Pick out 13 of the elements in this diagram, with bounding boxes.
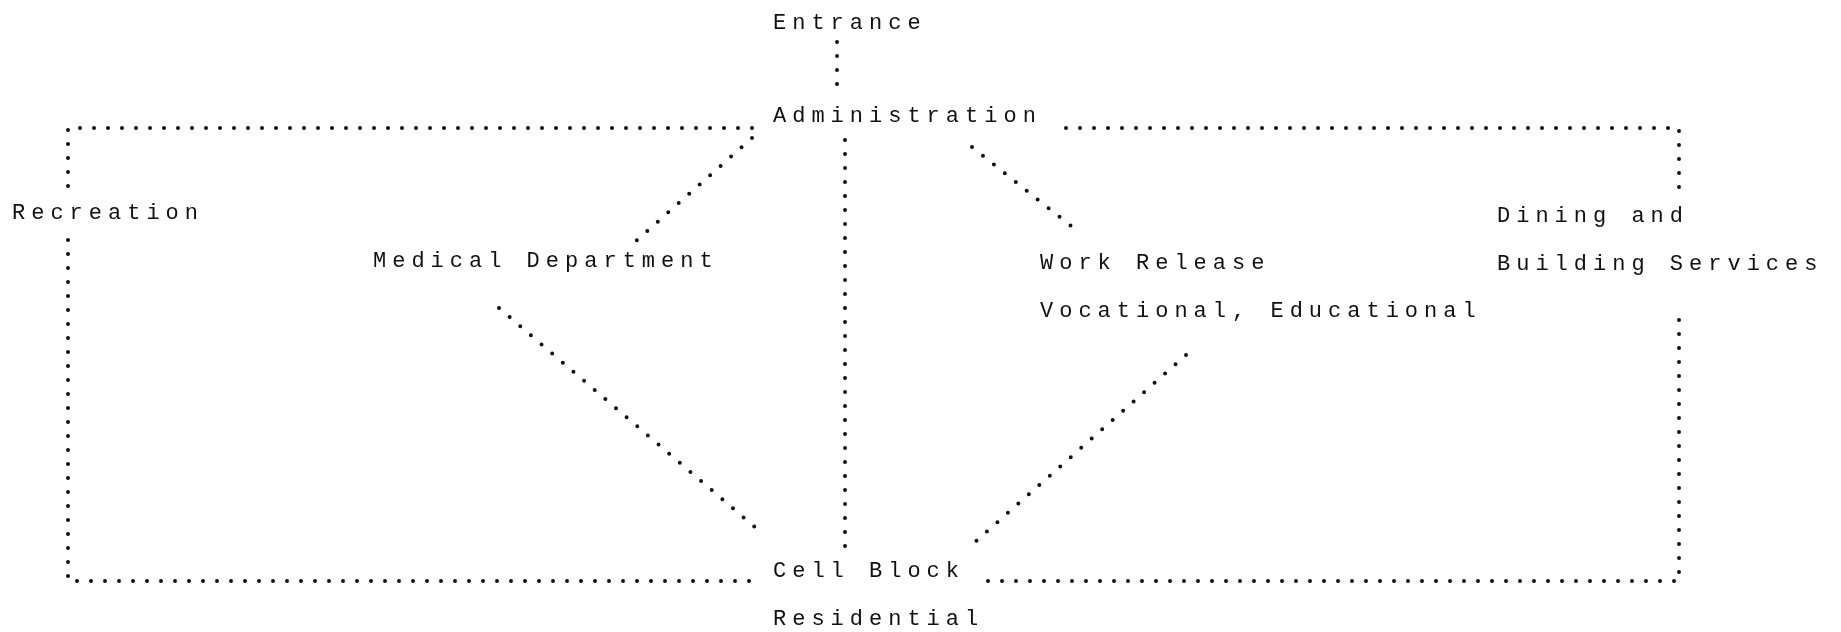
- node-label: Cell Block Residential: [773, 558, 986, 632]
- dotted-connector: [843, 138, 847, 550]
- node-label: Dining and Building Services: [1497, 203, 1825, 279]
- dotted-connector: [970, 145, 1073, 228]
- node-label: Work Release Vocational, Educational: [1040, 250, 1483, 326]
- dotted-connector: [1064, 126, 1681, 190]
- node-label: Entrance: [773, 10, 928, 38]
- node-label: Recreation: [12, 200, 206, 228]
- node-label: Administration: [773, 103, 1043, 131]
- dotted-connector: [983, 318, 1681, 583]
- dotted-connector: [973, 353, 1188, 544]
- dotted-connector: [634, 136, 754, 243]
- node-label: Medical Department: [373, 248, 720, 276]
